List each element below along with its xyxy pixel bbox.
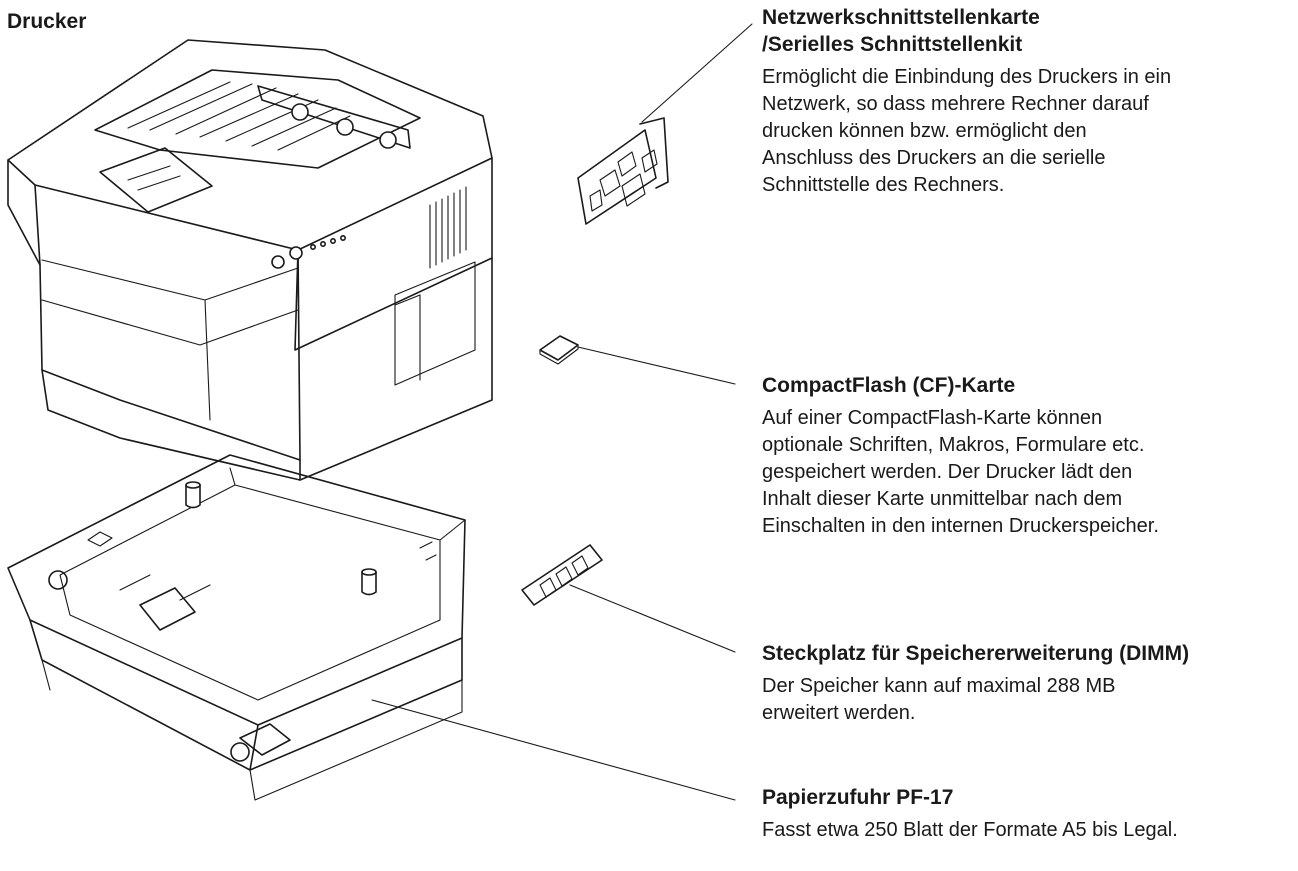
callout-title-line: Papierzufuhr PF-17	[762, 786, 954, 809]
callout-title-line: CompactFlash (CF)-Karte	[762, 374, 1016, 397]
callout-description: Ermöglicht die Einbindung des Druckers i…	[762, 64, 1298, 199]
description-line: optionale Schriften, Makros, Formulare e…	[762, 434, 1145, 456]
figure-label: Drucker	[7, 10, 87, 33]
description-line: Ermöglicht die Einbindung des Druckers i…	[762, 66, 1172, 88]
dimm-memory-module-illustration	[522, 545, 602, 605]
callout-network-interface-card: Netzwerkschnittstellenkarte /Serielles S…	[762, 4, 1298, 199]
description-line: Anschluss des Druckers an die serielle	[762, 147, 1106, 169]
description-line: Fasst etwa 250 Blatt der Formate A5 bis …	[762, 819, 1178, 841]
description-line: Einschalten in den internen Druckerspeic…	[762, 515, 1159, 537]
description-line: erweitert werden.	[762, 702, 916, 724]
description-line: Schnittstelle des Rechners.	[762, 174, 1005, 196]
callout-description: Fasst etwa 250 Blatt der Formate A5 bis …	[762, 817, 1298, 844]
callout-title: CompactFlash (CF)-Karte	[762, 372, 1298, 399]
callout-dimm-slot: Steckplatz für Speichererweiterung (DIMM…	[762, 640, 1298, 727]
callout-description: Auf einer CompactFlash-Karte können opti…	[762, 405, 1298, 540]
description-line: Inhalt dieser Karte unmittelbar nach dem	[762, 488, 1123, 510]
callout-title-line: Steckplatz für Speichererweiterung (DIMM…	[762, 642, 1190, 665]
description-line: Auf einer CompactFlash-Karte können	[762, 407, 1103, 429]
network-interface-card-illustration	[578, 118, 668, 224]
callout-title: Papierzufuhr PF-17	[762, 784, 1298, 811]
compactflash-card-illustration	[540, 336, 578, 364]
callout-title: Steckplatz für Speichererweiterung (DIMM…	[762, 640, 1298, 667]
callout-title-line: /Serielles Schnittstellenkit	[762, 33, 1023, 56]
callout-compactflash-card: CompactFlash (CF)-Karte Auf einer Compac…	[762, 372, 1298, 540]
description-line: Der Speicher kann auf maximal 288 MB	[762, 675, 1116, 697]
callout-description: Der Speicher kann auf maximal 288 MB erw…	[762, 673, 1298, 727]
description-line: Netzwerk, so dass mehrere Rechner darauf	[762, 93, 1149, 115]
description-line: drucken können bzw. ermöglicht den	[762, 120, 1087, 142]
callout-title: Netzwerkschnittstellenkarte /Serielles S…	[762, 4, 1298, 58]
printer-illustration	[8, 40, 492, 480]
paper-feeder-illustration	[8, 455, 465, 800]
leader-lines	[372, 24, 752, 800]
callout-title-line: Netzwerkschnittstellenkarte	[762, 6, 1040, 29]
callout-paper-feeder: Papierzufuhr PF-17 Fasst etwa 250 Blatt …	[762, 784, 1298, 844]
description-line: gespeichert werden. Der Drucker lädt den	[762, 461, 1133, 483]
